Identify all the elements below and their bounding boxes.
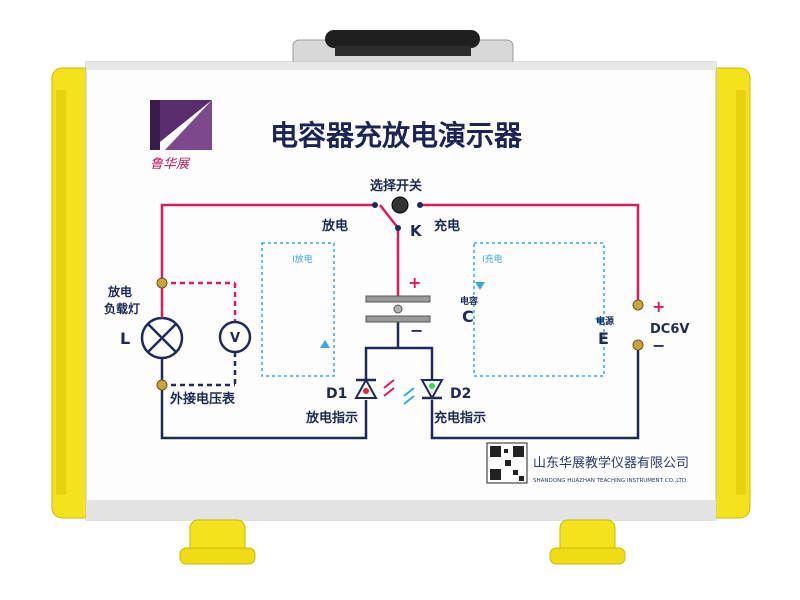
source-caption: 电源 <box>596 315 614 327</box>
lamp-label-line2: 负载灯 <box>104 301 140 316</box>
charge-label: 充电 <box>434 218 460 234</box>
charge-indicator-label: 充电指示 <box>434 410 486 426</box>
company-name-en: SHANDONG HUAZHAN TEACHING INSTRUMENT CO.… <box>533 478 688 484</box>
discharge-indicator-label: 放电指示 <box>305 410 358 426</box>
light-arrows <box>383 379 415 405</box>
capacitor-plus: + <box>408 273 421 292</box>
discharge-current-box <box>261 242 335 377</box>
switch-k-label: K <box>410 222 423 240</box>
discharge-label: 放电 <box>321 218 348 234</box>
select-switch-label: 选择开关 <box>370 178 422 194</box>
d2-label: D2 <box>450 386 471 402</box>
charge-current-label: I充电 <box>482 253 503 265</box>
supply-plus: + <box>652 297 665 316</box>
d1-label: D1 <box>326 386 347 402</box>
external-voltmeter-label: 外接电压表 <box>169 391 236 407</box>
voltmeter-symbol-V: V <box>230 331 240 346</box>
led-d2 <box>420 379 444 401</box>
lamp-symbol-L: L <box>120 329 130 348</box>
supply-label: DC6V <box>650 322 689 337</box>
supply-minus: − <box>652 336 665 355</box>
company-name-cn: 山东华展教学仪器有限公司 <box>533 455 689 471</box>
qr-code <box>486 442 528 484</box>
discharge-current-label: I放电 <box>292 253 313 265</box>
source-e-label: E <box>598 329 609 348</box>
voltmeter-symbol <box>218 320 252 354</box>
company-logo: 鲁华展 <box>150 100 212 172</box>
selector-switch-knob[interactable] <box>391 196 409 214</box>
capacitor-c-label: C <box>462 307 474 326</box>
led-d1 <box>354 377 378 399</box>
capacitor-minus: − <box>410 321 423 340</box>
capacitor-caption: 电容 <box>460 295 478 307</box>
navy-circuit <box>160 322 640 440</box>
right-stand <box>549 519 626 565</box>
capacitor-symbol <box>365 295 431 323</box>
logo-text: 鲁华展 <box>150 157 191 172</box>
binding-posts <box>156 277 644 391</box>
page-title: 电容器充放电演示器 <box>270 119 523 152</box>
lamp-symbol <box>140 316 184 360</box>
lamp-label-line1: 放电 <box>107 284 132 299</box>
red-circuit <box>160 203 640 300</box>
left-stand <box>179 519 256 565</box>
